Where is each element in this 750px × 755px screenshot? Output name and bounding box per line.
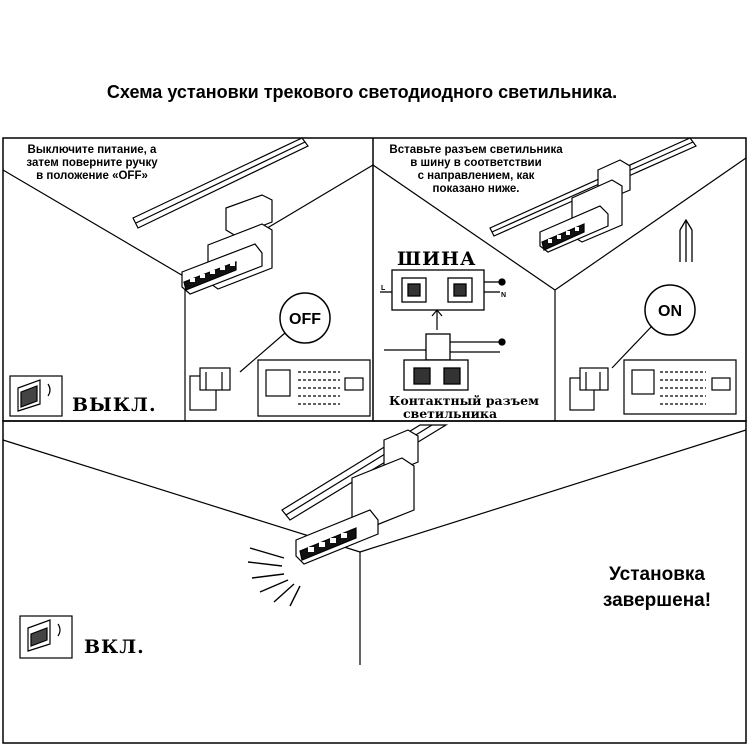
on-badge-label: ON: [658, 303, 682, 320]
wire-mark-l: L: [381, 285, 386, 292]
step1-note-line-2: затем поверните ручку: [26, 157, 158, 169]
track-rail-1: [132, 137, 309, 229]
done-text-line-1: Установка: [609, 564, 705, 585]
done-text-line-2: завершена!: [603, 590, 711, 611]
panel-2-room: [372, 157, 747, 421]
diagram-title: Схема установки трекового светодиодного …: [107, 82, 617, 102]
wire-mark-n: N: [501, 292, 506, 299]
track-light-1: [181, 194, 273, 295]
connector-detail-2: [569, 359, 737, 415]
on-badge: ON: [611, 284, 696, 369]
wall-switch-off-icon: [9, 375, 63, 417]
rail-label: ШИНА: [397, 248, 476, 270]
light-rays-icon: [247, 547, 301, 607]
step2-note-line-2: в шину в соответствии: [410, 157, 541, 169]
bottom-row-frame: [2, 420, 747, 744]
connector-label-line-1: Контактный разъем: [389, 393, 539, 408]
off-badge: OFF: [239, 292, 331, 373]
insert-arrow-icon: [431, 309, 443, 330]
step2-note-line-4: показано ниже.: [433, 183, 520, 195]
off-badge-label: OFF: [289, 311, 321, 328]
wall-switch-on-icon: [19, 615, 73, 659]
step1-note-line-1: Выключите питание, а: [28, 144, 158, 156]
up-arrow-icon: [679, 218, 693, 262]
panel-4-room: [2, 429, 747, 665]
switch-off-label: ВЫКЛ.: [72, 394, 157, 416]
connector-detail-1: [189, 359, 371, 417]
track-light-4: [295, 429, 419, 565]
light-connector: [384, 333, 506, 391]
step2-note-line-3: с направлением, как: [418, 170, 535, 182]
step1-note-line-3: в положение «OFF»: [36, 170, 148, 182]
connector-label-line-2: светильника: [403, 406, 497, 421]
step2-note-line-1: Вставьте разъем светильника: [389, 144, 563, 156]
switch-on-label: ВКЛ.: [84, 636, 145, 658]
track-light-2: [539, 159, 631, 253]
rail-cross-section: [380, 269, 506, 311]
